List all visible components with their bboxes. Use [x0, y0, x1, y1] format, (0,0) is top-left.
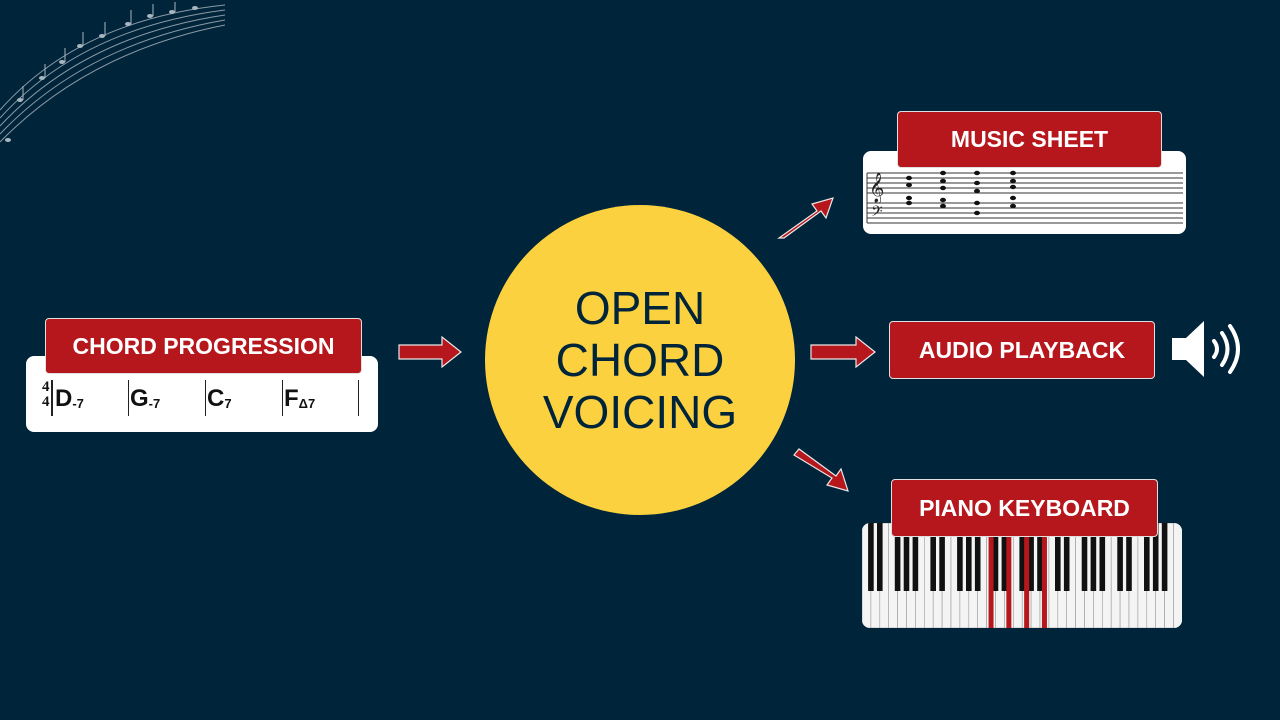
black-key [1028, 523, 1034, 591]
black-key [939, 523, 945, 591]
highlighted-key [1006, 537, 1012, 628]
center-title-line-3: VOICING [542, 386, 738, 438]
svg-text:𝄞: 𝄞 [869, 172, 884, 204]
arrow-up-right-icon [777, 197, 834, 239]
barline [128, 380, 129, 416]
time-signature: 4 4 [42, 380, 50, 410]
open-chord-voicing-circle: OPEN CHORD VOICING [485, 205, 795, 515]
chord-root: F [284, 385, 299, 412]
audio-playback-label: AUDIO PLAYBACK [889, 321, 1155, 379]
arrow-right-icon [810, 336, 876, 368]
center-title-line-2: CHORD [555, 334, 725, 386]
black-key [1152, 523, 1159, 591]
music-sheet-label: MUSIC SHEET [897, 111, 1162, 168]
barline [282, 380, 283, 416]
piano-keyboard-card [862, 523, 1182, 628]
black-key [868, 523, 874, 591]
black-key [877, 523, 883, 591]
black-key [1019, 523, 1025, 591]
black-key [930, 523, 936, 591]
chord-quality: -7 [148, 396, 161, 411]
black-key [1144, 523, 1150, 591]
black-key [1055, 523, 1061, 591]
black-key [894, 523, 901, 591]
black-key [903, 523, 910, 591]
black-key [912, 523, 919, 591]
chord-quality: 7 [224, 396, 232, 411]
black-key [966, 523, 972, 591]
barline [205, 380, 206, 416]
chord-4: FΔ7 [284, 385, 315, 413]
highlighted-key [988, 537, 994, 628]
svg-text:𝄢: 𝄢 [871, 203, 883, 224]
chord-3: C7 [207, 385, 232, 413]
chord-quality: Δ7 [298, 396, 316, 411]
highlighted-key [1041, 537, 1047, 628]
chord-root: C [207, 385, 225, 412]
music-staff: 𝄞 𝄢 [866, 170, 1183, 224]
chord-1: D-7 [55, 385, 84, 413]
black-key [1037, 523, 1043, 591]
black-key [1117, 523, 1123, 591]
chord-root: D [55, 385, 73, 412]
barline [358, 380, 359, 416]
black-key [1161, 523, 1168, 591]
black-key [1063, 523, 1070, 591]
white-key [1173, 523, 1182, 628]
music-notes-decoration [0, 2, 226, 143]
highlighted-key [1024, 537, 1030, 628]
black-key [1001, 523, 1008, 591]
chord-root: G [130, 385, 149, 412]
black-key [957, 523, 963, 591]
black-key [974, 523, 981, 591]
black-key [1126, 523, 1132, 591]
piano-keys [862, 523, 1182, 628]
arrow-right-icon [398, 336, 462, 368]
black-key [1099, 523, 1106, 591]
barline [51, 380, 53, 416]
chord-quality: -7 [72, 396, 84, 411]
piano-keyboard-label: PIANO KEYBOARD [891, 479, 1158, 537]
arrow-down-right-icon [793, 448, 849, 492]
speaker-icon [1172, 321, 1240, 377]
time-signature-top: 4 [42, 379, 50, 395]
center-title-line-1: OPEN [574, 282, 706, 334]
black-key [1090, 523, 1097, 591]
time-signature-bottom: 4 [42, 394, 50, 410]
black-key [992, 523, 999, 591]
chord-progression-label: CHORD PROGRESSION [45, 318, 362, 374]
chord-2: G-7 [130, 385, 160, 413]
black-key [1081, 523, 1088, 591]
